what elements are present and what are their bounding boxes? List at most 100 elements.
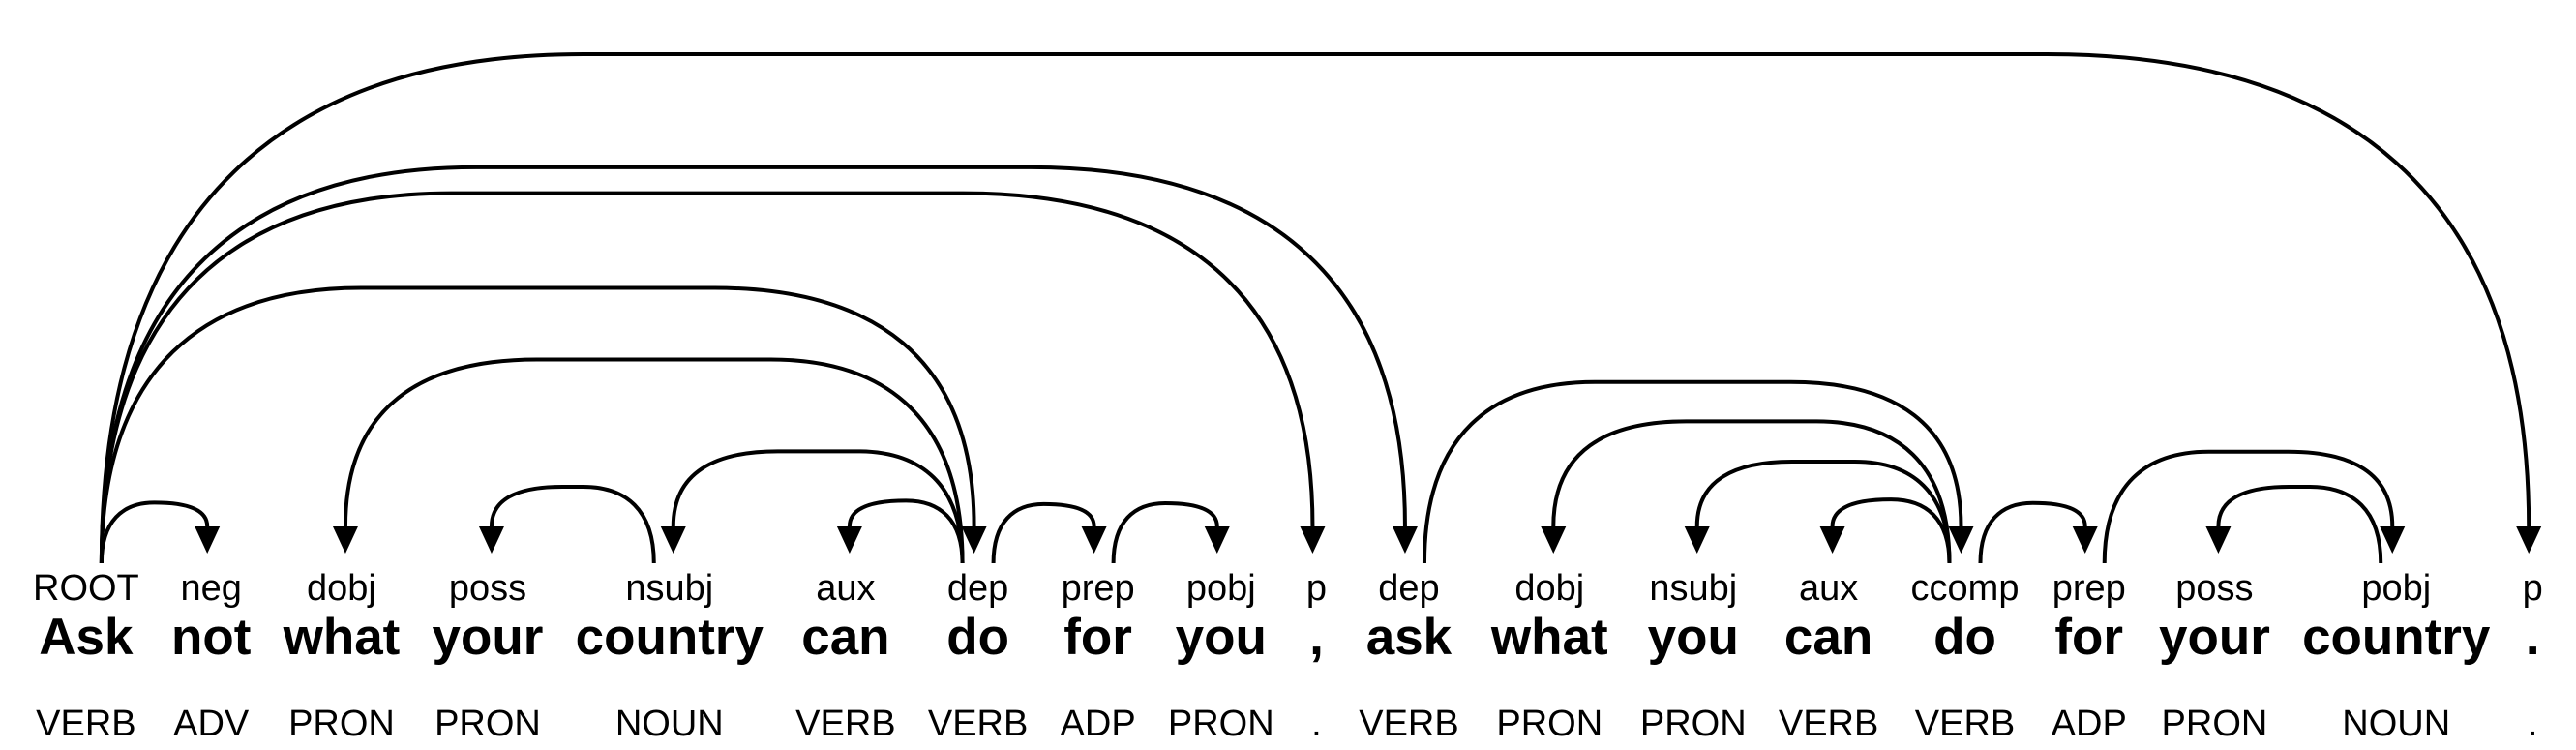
dependency-relation-label: dep <box>1378 568 1440 609</box>
token-column: p , . <box>1306 569 1327 743</box>
token-word: , <box>1309 609 1324 666</box>
token-column: neg not ADV <box>171 569 251 743</box>
arrowhead-icon <box>1541 526 1567 554</box>
dependency-relation-label: poss <box>448 568 527 609</box>
dependency-relation-label: pobj <box>2361 568 2432 609</box>
pos-tag: PRON <box>434 704 541 744</box>
token-column: prep for ADP <box>1061 569 1136 743</box>
pos-tag: NOUN <box>2342 704 2451 744</box>
dependency-arc-prep <box>991 501 1096 564</box>
dependency-arc-p <box>99 191 1315 564</box>
token-column: dep do VERB <box>928 569 1028 743</box>
pos-tag: VERB <box>1359 704 1459 744</box>
dependency-arc-aux <box>847 498 965 564</box>
dependency-relation-label: prep <box>2052 568 2126 609</box>
dependency-relation-label: nsubj <box>625 568 714 609</box>
dependency-relation-label: prep <box>1061 568 1135 609</box>
arrowhead-icon <box>478 526 504 554</box>
arrowhead-icon <box>1392 526 1418 554</box>
dependency-arc-pobj <box>1111 500 1219 564</box>
pos-tag: . <box>1311 704 1322 744</box>
token-column: p . . <box>2523 569 2543 743</box>
dependency-arc-dep <box>99 285 976 564</box>
token-word: do <box>946 609 1009 666</box>
arrowhead-icon <box>1819 526 1845 554</box>
arrowhead-icon <box>2072 526 2098 554</box>
dependency-arc-dobj <box>1551 419 1952 564</box>
arrowhead-icon <box>660 526 686 554</box>
token-word: for <box>1063 609 1132 666</box>
arrowhead-icon <box>1948 526 1974 554</box>
dependency-arc-p <box>99 52 2531 564</box>
dependency-arc-dobj <box>343 357 965 564</box>
pos-tag: NOUN <box>614 704 724 744</box>
dependency-relation-label: neg <box>180 568 242 609</box>
token-word: country <box>575 609 764 666</box>
token-column: ROOT Ask VERB <box>33 569 139 743</box>
dependency-arc-aux <box>1830 497 1952 564</box>
arrowhead-icon <box>1684 526 1710 554</box>
token-word: can <box>1783 609 1873 666</box>
pos-tag: VERB <box>36 704 136 744</box>
token-column: pobj you PRON <box>1168 569 1274 743</box>
arrowhead-icon <box>195 526 221 554</box>
dependency-relation-label: ROOT <box>33 568 139 609</box>
dependency-arc-dep <box>99 165 1407 564</box>
arrowhead-icon <box>2516 526 2542 554</box>
token-column: nsubj you PRON <box>1640 569 1747 743</box>
pos-tag: ADP <box>1060 704 1136 744</box>
token-word: Ask <box>39 609 134 666</box>
pos-tag: PRON <box>288 704 395 744</box>
arrowhead-icon <box>1300 526 1326 554</box>
pos-tag: PRON <box>1167 704 1274 744</box>
token-word: ask <box>1365 609 1453 666</box>
token-word: not <box>170 609 252 666</box>
token-word: country <box>2302 609 2491 666</box>
token-column: pobj country NOUN <box>2302 569 2490 743</box>
dependency-arc-prep <box>1978 500 2087 564</box>
token-column: poss your PRON <box>2159 569 2270 743</box>
dependency-relation-label: p <box>1305 568 1328 609</box>
arrowhead-icon <box>961 526 987 554</box>
token-word: . <box>2525 609 2540 666</box>
pos-tag: . <box>2527 704 2538 744</box>
arrowhead-icon <box>1081 526 1107 554</box>
dependency-relation-label: ccomp <box>1910 568 2020 609</box>
dependency-arc-nsubj <box>1694 459 1952 564</box>
token-word: for <box>2054 609 2124 666</box>
dependency-relation-label: p <box>2522 568 2543 609</box>
dependency-arc-nsubj <box>671 449 965 564</box>
dependency-relation-label: dobj <box>307 568 376 609</box>
dependency-arc-neg <box>99 500 210 564</box>
pos-tag: VERB <box>1778 704 1879 744</box>
dependency-arc-ccomp <box>1422 379 1963 564</box>
dependency-relation-label: pobj <box>1185 568 1256 609</box>
dependency-arc-poss <box>489 485 656 564</box>
dependency-relation-label: aux <box>1798 568 1859 609</box>
dependency-relation-label: dobj <box>1514 568 1585 609</box>
token-column: ccomp do VERB <box>1911 569 2020 743</box>
token-column: dobj what PRON <box>1491 569 1608 743</box>
pos-tag: PRON <box>1496 704 1603 744</box>
pos-tag: VERB <box>1914 704 2016 744</box>
arrowhead-icon <box>2205 526 2232 554</box>
token-column: prep for ADP <box>2052 569 2127 743</box>
dependency-relation-label: nsubj <box>1649 568 1738 609</box>
token-word: what <box>283 609 401 666</box>
token-word: what <box>1490 609 1608 666</box>
pos-tag: VERB <box>795 704 896 744</box>
dependency-arc-pobj <box>2102 449 2395 564</box>
token-word: you <box>1647 609 1739 666</box>
pos-tag: VERB <box>927 704 1029 744</box>
token-column: dep ask VERB <box>1359 569 1458 743</box>
arrowhead-icon <box>836 526 862 554</box>
token-row: ROOT Ask VERB neg not ADV dobj what PRON… <box>33 569 2543 743</box>
pos-tag: ADP <box>2051 704 2127 744</box>
pos-tag: PRON <box>2161 704 2268 744</box>
dependency-relation-label: poss <box>2175 568 2254 609</box>
token-column: nsubj country NOUN <box>576 569 764 743</box>
pos-tag: PRON <box>1639 704 1747 744</box>
pos-tag: ADV <box>173 704 250 744</box>
